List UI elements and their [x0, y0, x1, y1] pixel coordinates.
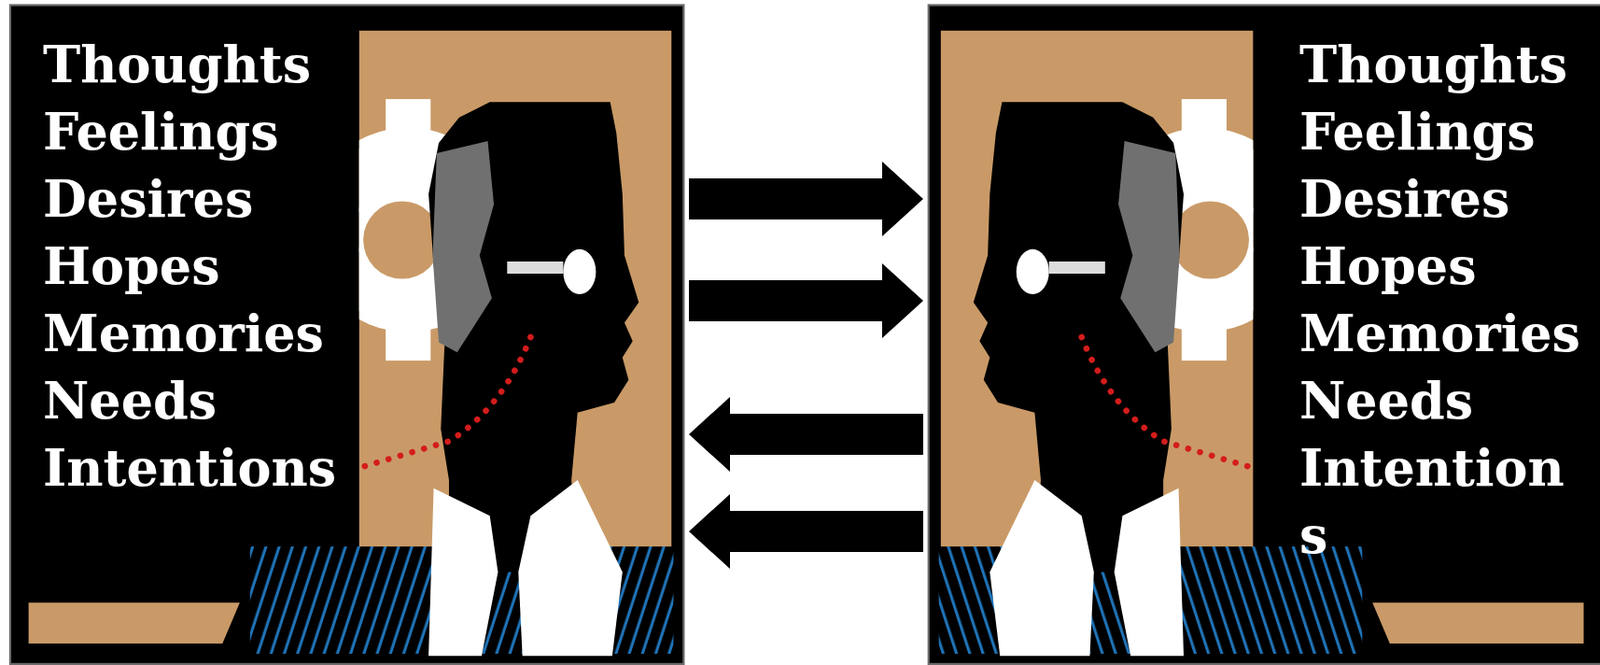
feeling-word: Intentions [1299, 434, 1593, 569]
feeling-word: Intentions [42, 434, 351, 502]
feeling-word: Desires [42, 165, 351, 233]
feeling-word: Needs [1299, 366, 1593, 435]
feeling-word: Thoughts [42, 30, 351, 99]
block-arrow [688, 396, 924, 472]
feeling-word: Memories [1299, 299, 1593, 367]
feeling-word: Desires [1299, 165, 1593, 233]
feeling-word: Hopes [1299, 232, 1593, 300]
feeling-word: Feelings [1299, 98, 1593, 166]
right-panel-art [928, 4, 1600, 663]
feeling-word: Memories [42, 299, 351, 367]
word-panel: ThoughtsFeelingsDesiresHopesMemoriesNeed… [928, 4, 1600, 664]
word-list: ThoughtsFeelingsDesiresHopesMemoriesNeed… [42, 30, 351, 502]
block-arrow [688, 263, 924, 338]
word-list: ThoughtsFeelingsDesiresHopesMemoriesNeed… [1299, 30, 1593, 569]
left-panel-art [10, 4, 684, 663]
feeling-word: Needs [42, 366, 351, 435]
feeling-word: Feelings [42, 98, 351, 166]
feeling-word: Hopes [42, 232, 351, 300]
feeling-word: Thoughts [1299, 30, 1593, 99]
block-arrow [688, 493, 924, 569]
block-arrow [688, 161, 924, 237]
word-panel: ThoughtsFeelingsDesiresHopesMemoriesNeed… [10, 4, 684, 664]
